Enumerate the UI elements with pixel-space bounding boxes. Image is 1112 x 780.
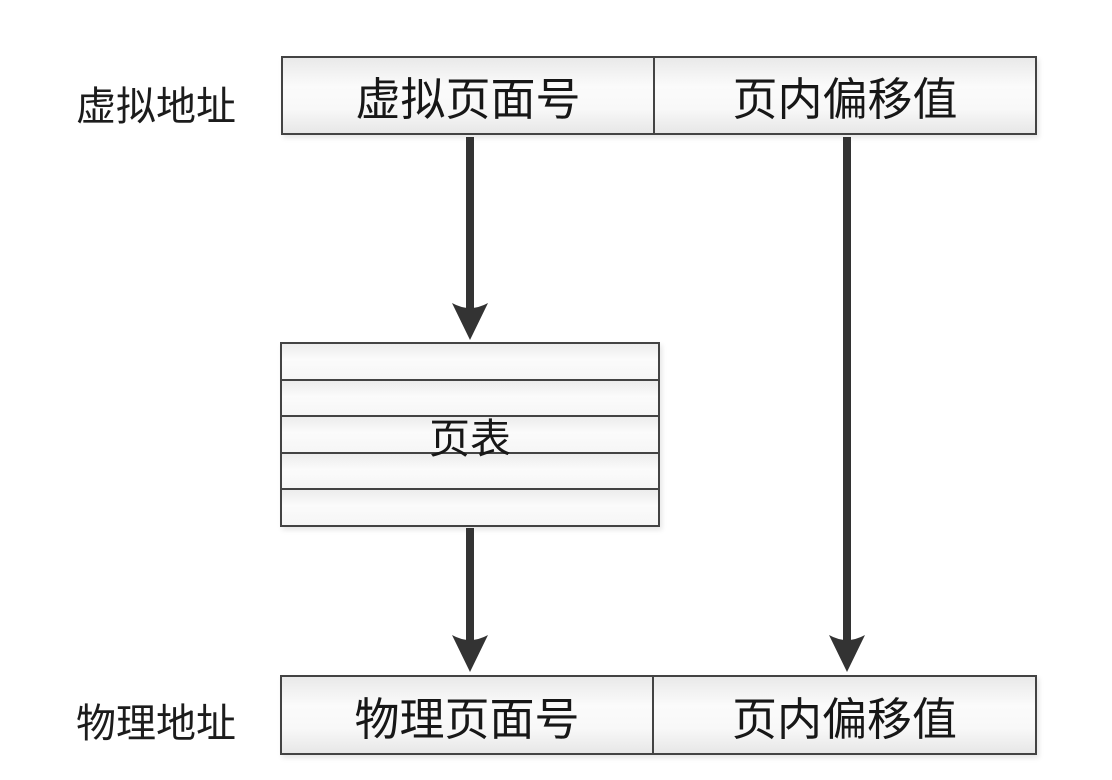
arrow-down-offset-passthrough-icon: [829, 137, 865, 672]
page-table-row: [282, 415, 658, 452]
physical-page-number-box: 物理页面号: [282, 677, 652, 753]
physical-address-row: 物理页面号 页内偏移值: [280, 675, 1037, 755]
virtual-offset-box: 页内偏移值: [653, 58, 1035, 133]
physical-offset-box: 页内偏移值: [652, 677, 1035, 753]
page-table-row: [282, 344, 658, 379]
virtual-page-number-box: 虚拟页面号: [283, 58, 653, 133]
physical-address-label: 物理地址: [76, 702, 236, 746]
arrow-down-pagetable-to-physical-icon: [452, 528, 488, 672]
page-table-box: 页表: [280, 342, 660, 527]
arrow-down-virtual-to-pagetable-icon: [452, 137, 488, 340]
virtual-address-label: 虚拟地址: [76, 85, 236, 129]
virtual-address-row: 虚拟页面号 页内偏移值: [281, 56, 1037, 135]
page-table-row: [282, 488, 658, 525]
page-table-row: [282, 378, 658, 416]
page-table-row: [282, 451, 658, 489]
